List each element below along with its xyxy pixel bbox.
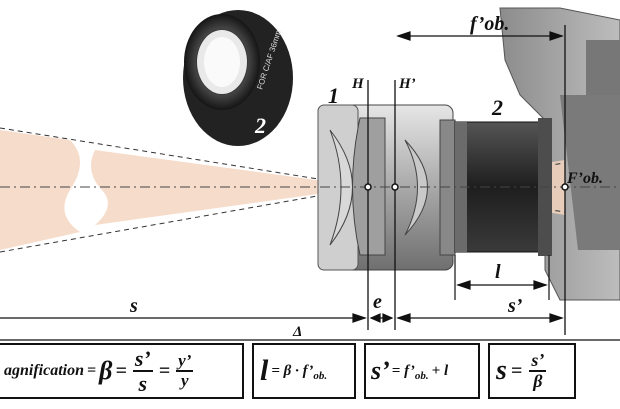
label-number-2-ring: 2 [254,113,266,138]
fraction-y-denominator: y [181,371,189,390]
label-f-ob-focus: F’ob. [566,170,603,187]
image-distance-tail: + l [431,362,449,379]
label-s: s [129,295,138,317]
dimension-s [0,313,367,323]
dimension-f-ob [396,31,564,41]
point-h [364,183,372,191]
label-h: H [351,76,365,92]
point-f-ob [561,183,569,191]
label-f-ob: f’ob. [470,13,509,35]
extension-lhs: l [260,354,269,387]
magnification-fraction-y: y’ y [176,351,194,390]
magnification-fraction-s: s’ s [132,345,153,396]
magnification-equals-2: = [115,359,127,382]
fraction-s-denominator: s [138,371,148,396]
extension-rhs-sub: ob. [313,370,328,382]
object-distance-equals: = [510,359,523,382]
label-s-prime: s’ [507,295,522,317]
formula-extension: l = β · f’ ob. [252,343,356,399]
dimension-s-prime [396,313,564,323]
label-delta: Δ [292,324,302,340]
magnification-equals-1: = [87,362,97,379]
label-e: e [373,291,382,313]
object-fraction-numerator: s’ [529,350,547,372]
magnification-label: agnification [4,362,85,379]
fraction-s-numerator: s’ [132,345,153,372]
formula-object-distance: s = s’ β [488,343,576,399]
object-fraction-denominator: β [533,371,543,391]
label-l: l [495,261,501,283]
object-distance-lhs: s [496,355,507,386]
label-number-2-tube: 2 [491,95,503,120]
image-distance-lhs: s’ [371,356,390,385]
extension-ring-photo: FOR C/AF 36mm [183,10,293,146]
image-distance-rhs-sub: ob. [414,370,429,382]
formula-image-distance: s’ = f’ ob. + l [364,343,480,399]
image-distance-rhs: = f’ [391,362,415,379]
fraction-y-numerator: y’ [176,351,194,372]
extension-rhs: = β · f’ [271,362,314,379]
dimension-l [456,280,548,290]
formula-magnification: agnification = β = s’ s = y’ y [0,343,244,399]
camera-body [499,7,620,301]
dimension-e [369,313,394,323]
label-h-prime: H’ [398,76,416,92]
object-distance-fraction: s’ β [529,350,547,391]
label-number-1: 1 [328,83,339,108]
magnification-beta: β [99,356,113,385]
point-h-prime [391,183,399,191]
magnification-equals-3: = [158,359,171,382]
